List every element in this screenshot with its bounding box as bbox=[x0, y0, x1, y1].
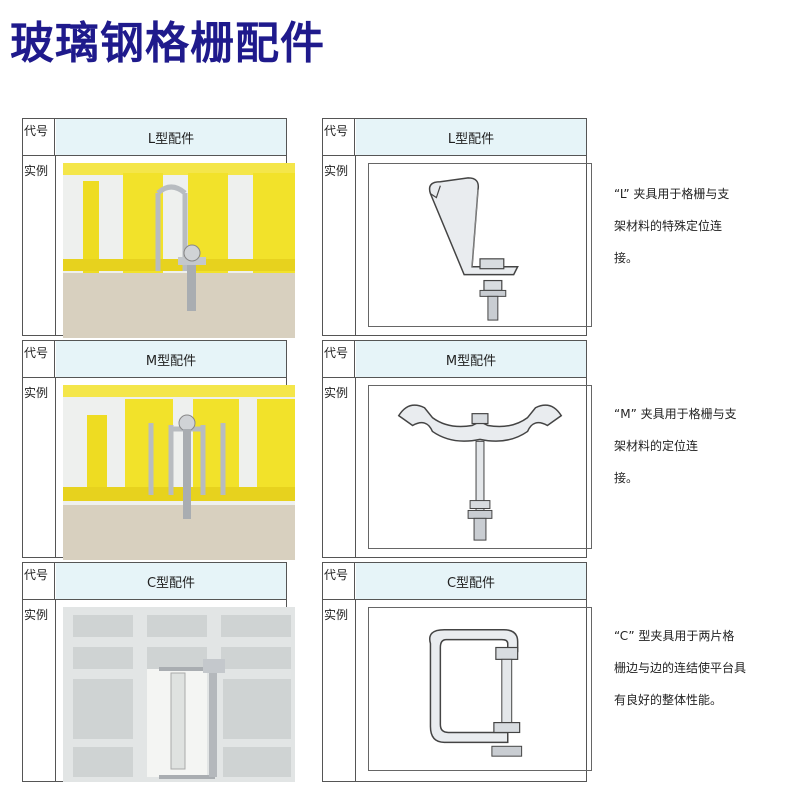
part-name: L型配件 bbox=[56, 119, 286, 155]
desc-line: 接。 bbox=[614, 251, 639, 265]
cell-header: 代号 M型配件 bbox=[323, 341, 586, 378]
cell-header: 代号 M型配件 bbox=[23, 341, 286, 378]
code-label: 代号 bbox=[323, 119, 355, 155]
example-label: 实例 bbox=[324, 608, 349, 622]
m-drawing-cell: 代号 M型配件 实例 bbox=[322, 340, 592, 558]
cell-header: 代号 C型配件 bbox=[323, 563, 586, 600]
cell-header: 代号 L型配件 bbox=[323, 119, 586, 156]
side-column: 实例 bbox=[323, 600, 356, 781]
desc-line: “M” 夹具用于格栅与支 bbox=[614, 407, 737, 421]
example-label: 实例 bbox=[324, 386, 349, 400]
side-column: 实例 bbox=[23, 600, 56, 781]
page-title: 玻璃钢格栅配件 bbox=[10, 18, 325, 69]
code-label: 代号 bbox=[23, 341, 55, 377]
desc-line: 架材料的定位连 bbox=[614, 439, 699, 453]
l-description: “L” 夹具用于格栅与支 架材料的特殊定位连 接。 bbox=[614, 178, 794, 274]
side-column: 实例 bbox=[23, 378, 56, 557]
example-label: 实例 bbox=[324, 164, 349, 178]
code-label: 代号 bbox=[323, 341, 355, 377]
m-description: “M” 夹具用于格栅与支 架材料的定位连 接。 bbox=[614, 398, 794, 494]
m-clip-photo bbox=[63, 385, 295, 560]
example-label: 实例 bbox=[24, 608, 49, 622]
example-label: 实例 bbox=[24, 164, 49, 178]
desc-line: 有良好的整体性能。 bbox=[614, 693, 723, 707]
desc-line: 栅边与边的连结使平台具 bbox=[614, 661, 747, 675]
code-label: 代号 bbox=[23, 119, 55, 155]
l-clip-drawing bbox=[368, 163, 592, 327]
l-clip-photo bbox=[63, 163, 295, 338]
c-clip-drawing bbox=[368, 607, 592, 771]
m-clip-drawing bbox=[368, 385, 592, 549]
side-column: 实例 bbox=[23, 156, 56, 335]
l-drawing-cell: 代号 L型配件 实例 bbox=[322, 118, 592, 336]
code-label: 代号 bbox=[23, 563, 55, 599]
desc-line: 架材料的特殊定位连 bbox=[614, 219, 723, 233]
desc-line: “L” 夹具用于格栅与支 bbox=[614, 187, 730, 201]
desc-line: “C” 型夹具用于两片格 bbox=[614, 629, 735, 643]
part-name: L型配件 bbox=[356, 119, 586, 155]
example-label: 实例 bbox=[24, 386, 49, 400]
l-photo-cell: 代号 L型配件 实例 bbox=[22, 118, 295, 338]
side-column: 实例 bbox=[323, 156, 356, 335]
part-name: M型配件 bbox=[56, 341, 286, 377]
part-name: C型配件 bbox=[56, 563, 286, 599]
c-drawing-cell: 代号 C型配件 实例 bbox=[322, 562, 592, 782]
part-name: C型配件 bbox=[356, 563, 586, 599]
c-photo-cell: 代号 C型配件 实例 bbox=[22, 562, 295, 782]
part-name: M型配件 bbox=[356, 341, 586, 377]
cell-header: 代号 L型配件 bbox=[23, 119, 286, 156]
cell-header: 代号 C型配件 bbox=[23, 563, 286, 600]
side-column: 实例 bbox=[323, 378, 356, 557]
desc-line: 接。 bbox=[614, 471, 639, 485]
m-photo-cell: 代号 M型配件 实例 bbox=[22, 340, 295, 560]
c-description: “C” 型夹具用于两片格 栅边与边的连结使平台具 有良好的整体性能。 bbox=[614, 620, 794, 716]
code-label: 代号 bbox=[323, 563, 355, 599]
c-clip-photo bbox=[63, 607, 295, 782]
